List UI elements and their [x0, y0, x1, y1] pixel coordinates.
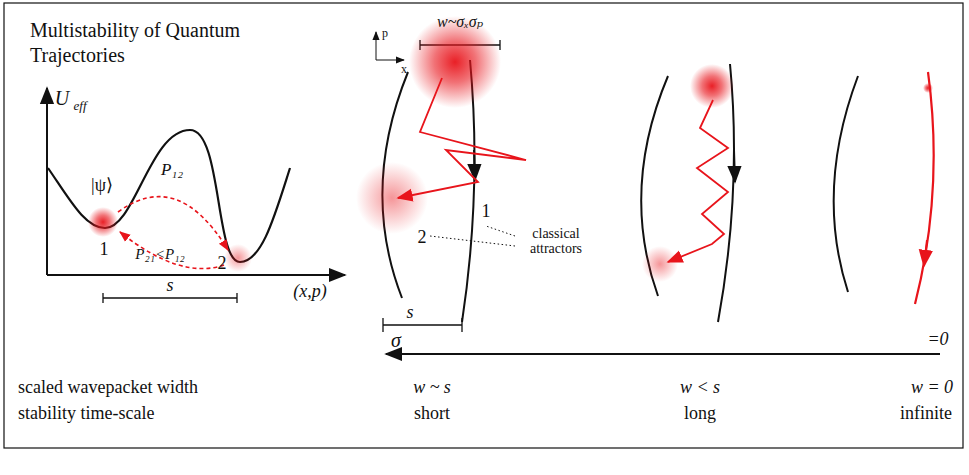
well-number: 1: [100, 240, 109, 260]
figure-title: Multistability of Quantum Trajectories: [30, 18, 250, 68]
wavepacket: [224, 244, 252, 272]
attractor-number: 2: [418, 228, 427, 248]
row-label: stability time-scale: [18, 404, 154, 424]
wavepacket: [642, 246, 678, 282]
rate-label: P₂₁<P₁₂: [135, 246, 184, 263]
wavepacket: [923, 83, 933, 93]
transition-arrow: [120, 232, 224, 269]
x-axis: [376, 60, 404, 61]
well-number: 2: [218, 254, 227, 274]
frame: [4, 3, 963, 448]
leader-line: [430, 226, 515, 246]
potential-curve: [48, 130, 290, 262]
distance-label: s: [166, 276, 173, 296]
quantum-trajectory: [915, 72, 934, 304]
p-axis: [376, 32, 377, 60]
axis-label: x: [401, 63, 407, 76]
flow-arrow: [734, 150, 735, 182]
row-value: w ~ s: [413, 378, 451, 398]
row-value: long: [684, 404, 716, 424]
row-value: short: [414, 404, 450, 424]
quantum-trajectory: [668, 100, 728, 262]
row-value: w < s: [680, 378, 720, 398]
row-label: scaled wavepacket width: [18, 378, 198, 398]
attractor-number: 1: [482, 202, 491, 222]
flow-arrow: [924, 240, 927, 266]
wavepacket: [88, 207, 118, 237]
sigma-value: =0: [927, 330, 948, 350]
callout-label: classical attractors: [511, 226, 601, 257]
rate-label: P₁₂: [161, 161, 183, 180]
quantum-trajectory: [398, 78, 526, 198]
wavepacket: [356, 162, 428, 234]
x-axis: [47, 274, 345, 276]
state-label: |ψ⟩: [91, 176, 113, 196]
axis-label: (x,p): [293, 282, 326, 302]
attractor-curve: [834, 76, 858, 292]
transition-arrow: [118, 197, 228, 250]
width-label: w~σₓσₚ: [437, 13, 483, 31]
sigma-label: σ: [391, 329, 401, 351]
y-axis: [46, 88, 48, 275]
row-value: w = 0: [911, 378, 953, 398]
row-value: infinite: [900, 404, 952, 424]
axis-subscript: eff: [74, 99, 87, 113]
axis-label: p: [382, 27, 388, 40]
axis-label: U: [55, 87, 69, 109]
sigma-arrow: [386, 353, 940, 355]
distance-label: s: [406, 303, 413, 323]
